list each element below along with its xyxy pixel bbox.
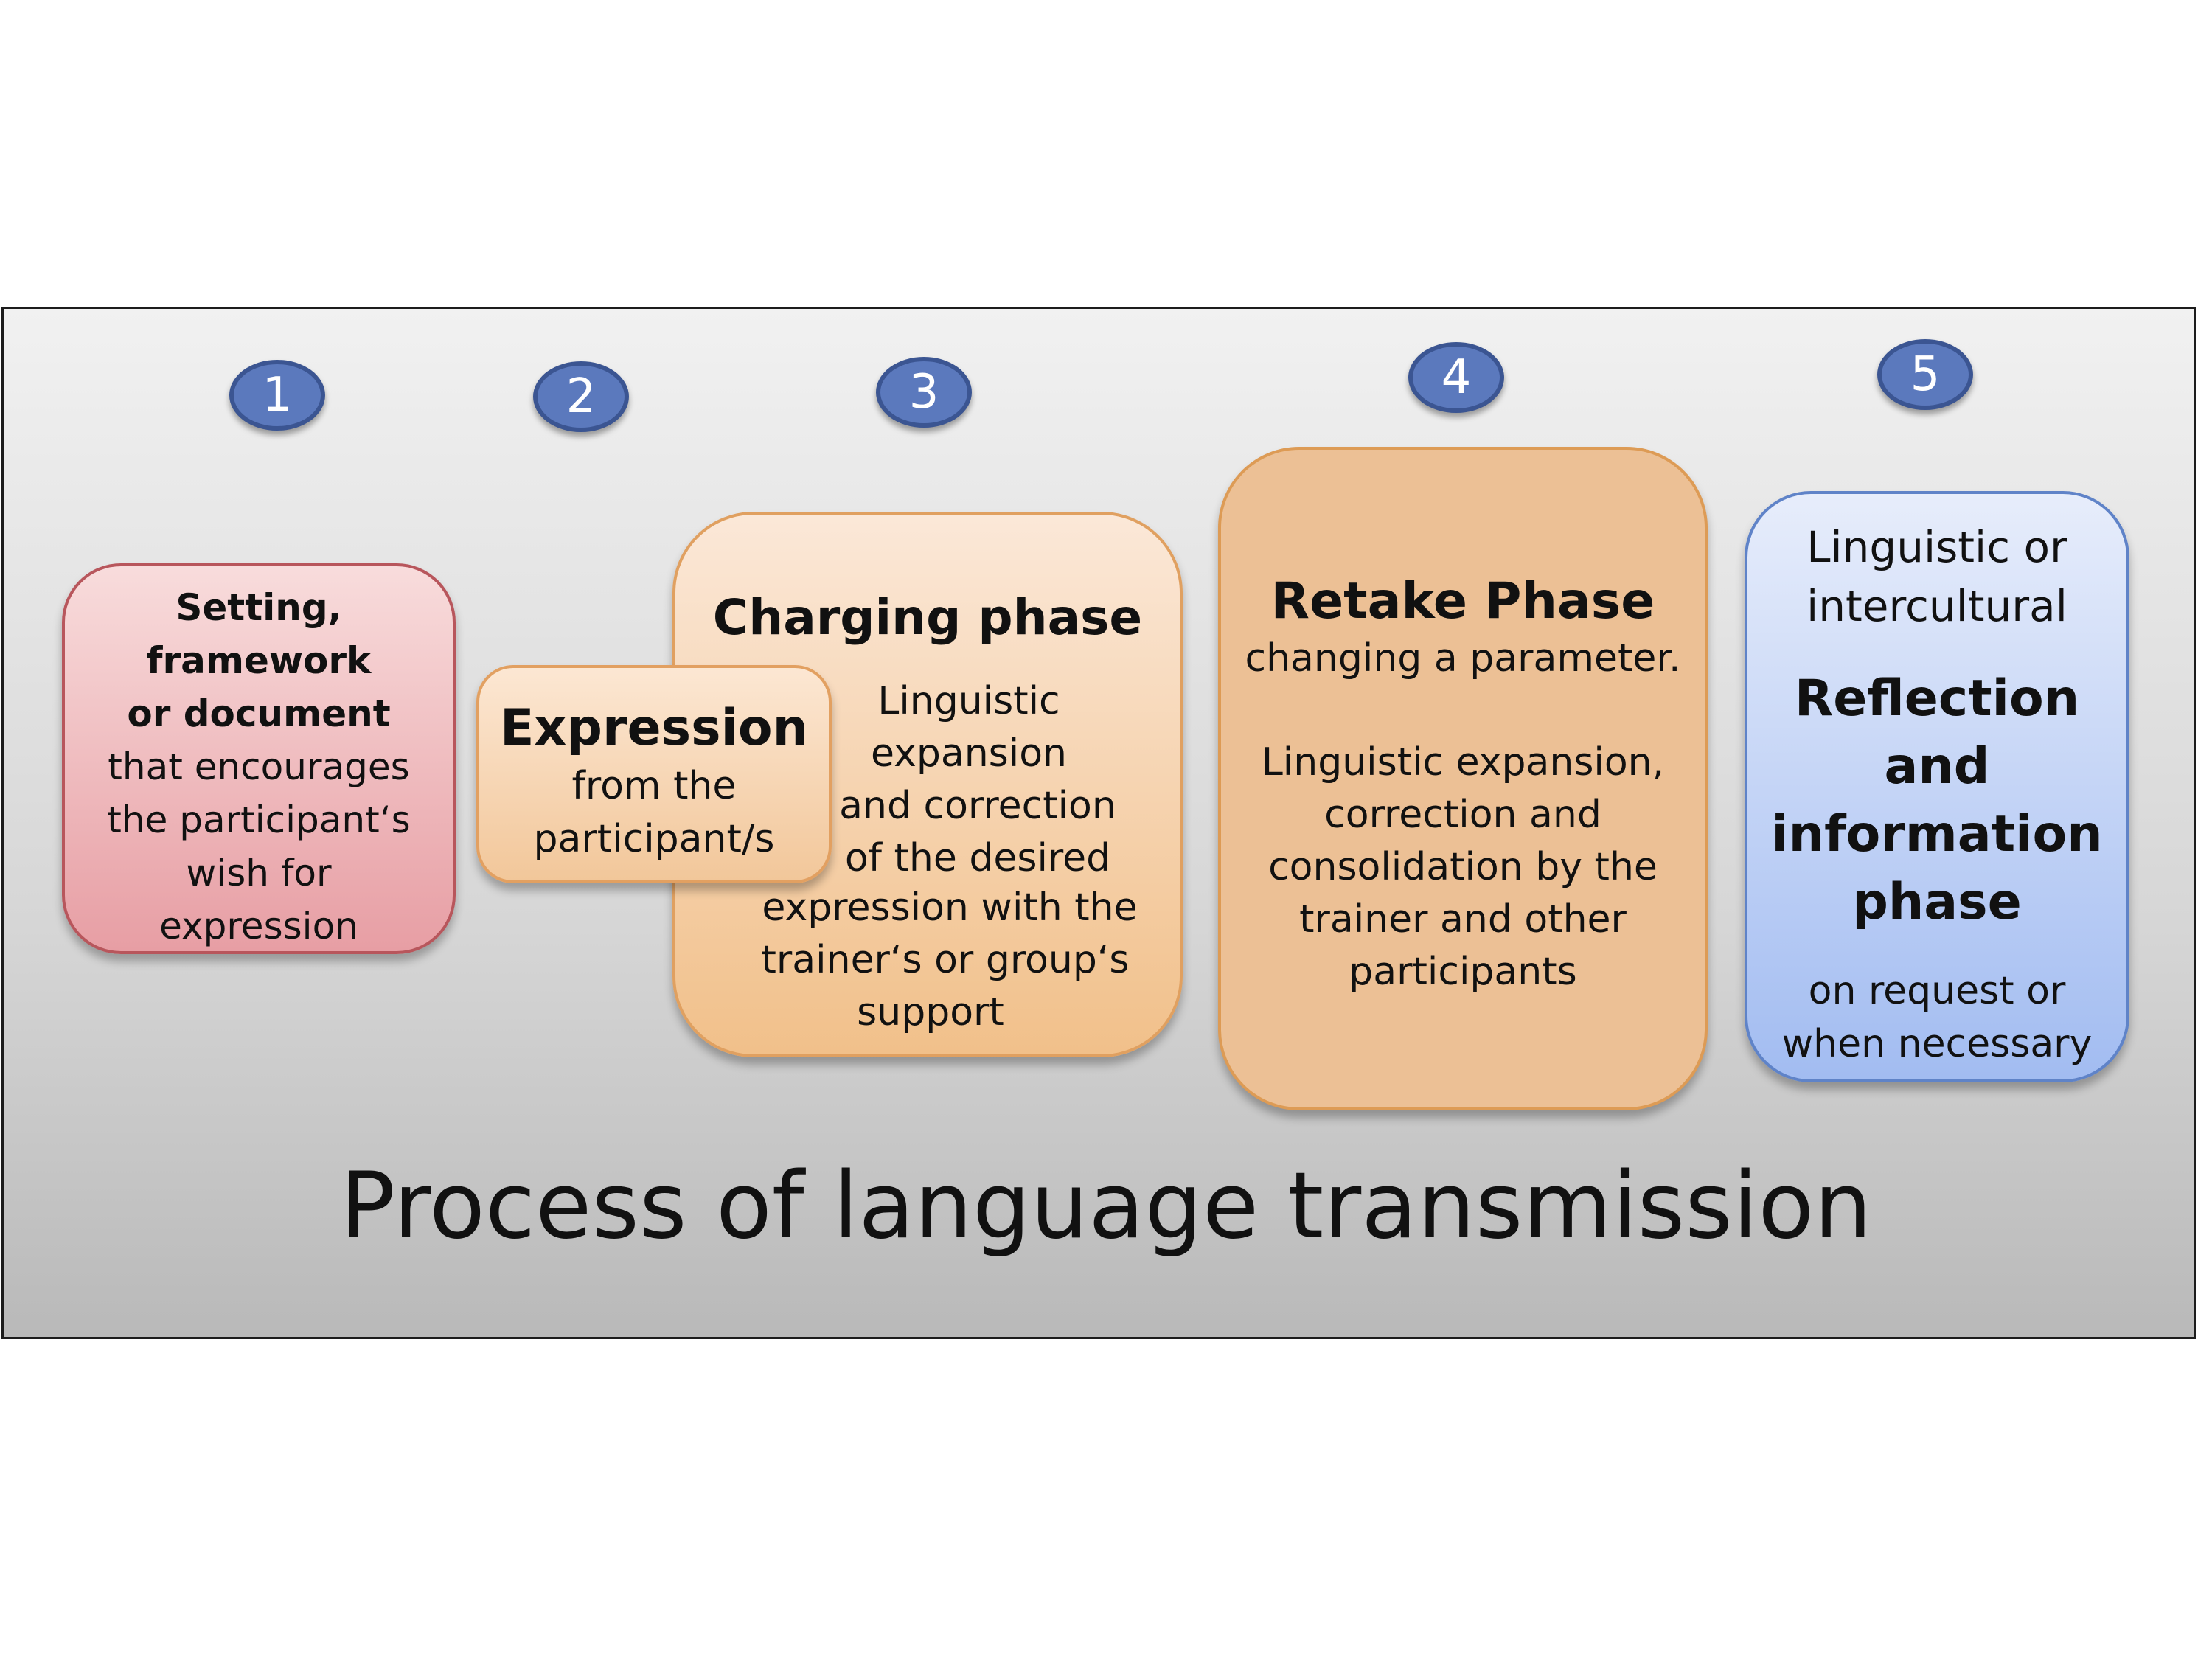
box5-top-line: Linguistic or <box>1806 522 2067 572</box>
step-1-marker: 1 <box>229 360 325 431</box>
box5-title-line: Reflection <box>1794 669 2080 728</box>
box5-title-line: phase <box>1852 873 2022 931</box>
box2-text-line: participant/s <box>533 817 775 861</box>
step-4-marker: 4 <box>1408 342 1504 413</box>
box1-text-line: the participant‘s <box>107 799 411 841</box>
box2-text-line: from the <box>571 764 737 808</box>
charging-phase-box: Charging phase Linguistic expansion and … <box>672 512 1183 1057</box>
box1-title-line: or document <box>127 692 391 735</box>
expression-title: Expression <box>499 699 809 757</box>
box4-spacer <box>1221 685 1705 737</box>
box4-text-line: participants <box>1349 950 1577 994</box>
box3-text-line: and correction <box>839 784 1116 828</box>
retake-phase-title: Retake Phase <box>1270 572 1655 630</box>
box1-text-line: expression <box>159 905 358 947</box>
box4-text-line: trainer and other <box>1299 897 1627 942</box>
box3-text-line: support <box>857 990 1004 1034</box>
box1-text-line: wish for <box>186 852 332 894</box>
reflection-phase-box: Linguistic or intercultural Reflection a… <box>1745 491 2129 1082</box>
retake-phase-box: Retake Phase changing a parameter. Lingu… <box>1218 447 1708 1110</box>
box3-text-line: of the desired <box>844 836 1111 880</box>
box4-text-line: correction and <box>1324 793 1601 837</box>
box1-title-line: framework <box>146 639 372 682</box>
setting-framework-box: Setting, framework or document that enco… <box>62 563 456 954</box>
box1-title-line: Setting, <box>175 586 342 629</box>
box3-text-line: expression with the <box>762 886 1138 930</box>
step-3-marker: 3 <box>876 357 972 428</box>
box5-title-line: and <box>1884 737 1990 796</box>
box5-title-line: information <box>1771 805 2103 863</box>
box4-text-line: consolidation by the <box>1268 845 1658 889</box>
step-2-marker: 2 <box>533 361 629 432</box>
box3-text-line: trainer‘s or group‘s <box>761 938 1130 982</box>
diagram-caption: Process of language transmission <box>340 1153 1872 1259</box>
charging-phase-title: Charging phase <box>712 589 1143 646</box>
box3-text-line: Linguistic <box>877 679 1060 723</box>
box1-text-line: that encourages <box>108 745 410 788</box>
box5-top-line: intercultural <box>1806 581 2067 631</box>
box4-text-line: Linguistic expansion, <box>1261 740 1665 785</box>
expression-box: Expression from the participant/s <box>476 665 832 883</box>
retake-phase-subtitle: changing a parameter. <box>1245 636 1681 681</box>
step-5-marker: 5 <box>1877 339 1973 410</box>
box3-text-line: expansion <box>871 731 1067 776</box>
box5-bottom-line: on request or <box>1808 969 2066 1013</box>
box5-bottom-line: when necessary <box>1781 1022 2093 1066</box>
